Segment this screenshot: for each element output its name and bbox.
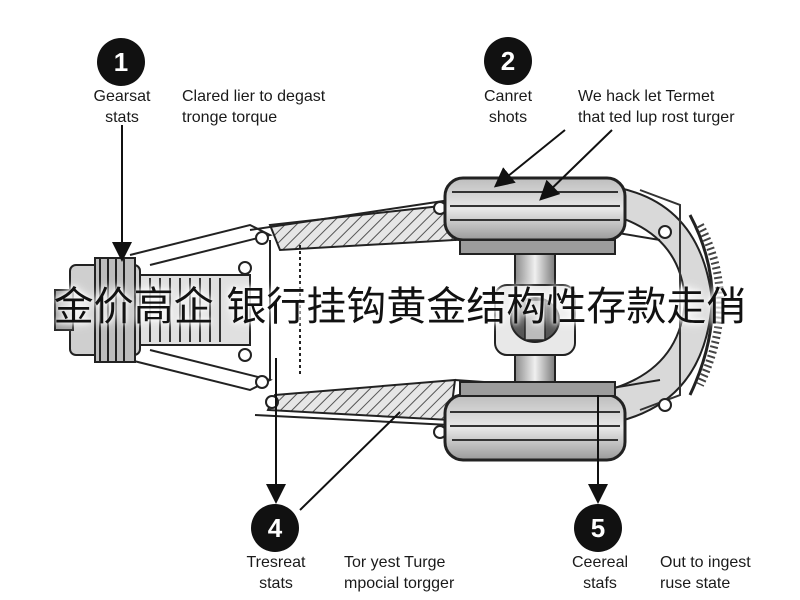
callout-1-label: Gearsat stats xyxy=(93,88,151,126)
center-shaft xyxy=(494,234,576,396)
callout-4-badge: 4 xyxy=(251,504,299,552)
callout-4-label: Tresreat stats xyxy=(246,554,306,592)
arrow-2b xyxy=(539,129,613,201)
callout-2-label: Canret shots xyxy=(483,88,533,126)
lower-tube xyxy=(254,378,457,426)
arrow-4b xyxy=(299,411,401,511)
callout-1-description: Clared lier to degast tronge torque xyxy=(182,88,326,126)
leader-arrows xyxy=(112,125,613,511)
callout-5-description: Out to ingest ruse state xyxy=(660,554,751,592)
overlay-headline: 金价高企 银行挂钩黄金结构性存款走俏 xyxy=(53,284,747,330)
callout-5-badge: 5 xyxy=(574,504,622,552)
lower-drum xyxy=(443,381,627,462)
callout-5-label: Ceereal stafs xyxy=(571,554,629,592)
arrow-2a xyxy=(493,129,566,188)
callout-1-badge: 1 xyxy=(97,38,145,86)
callout-2-badge: 2 xyxy=(484,37,532,85)
upper-tube xyxy=(249,199,457,252)
callout-4-description: Tor yest Turge mpocial torgger xyxy=(344,554,455,592)
callout-2-description: We hack let Termet that ted lup rost tur… xyxy=(578,88,735,126)
upper-drum xyxy=(443,176,627,255)
